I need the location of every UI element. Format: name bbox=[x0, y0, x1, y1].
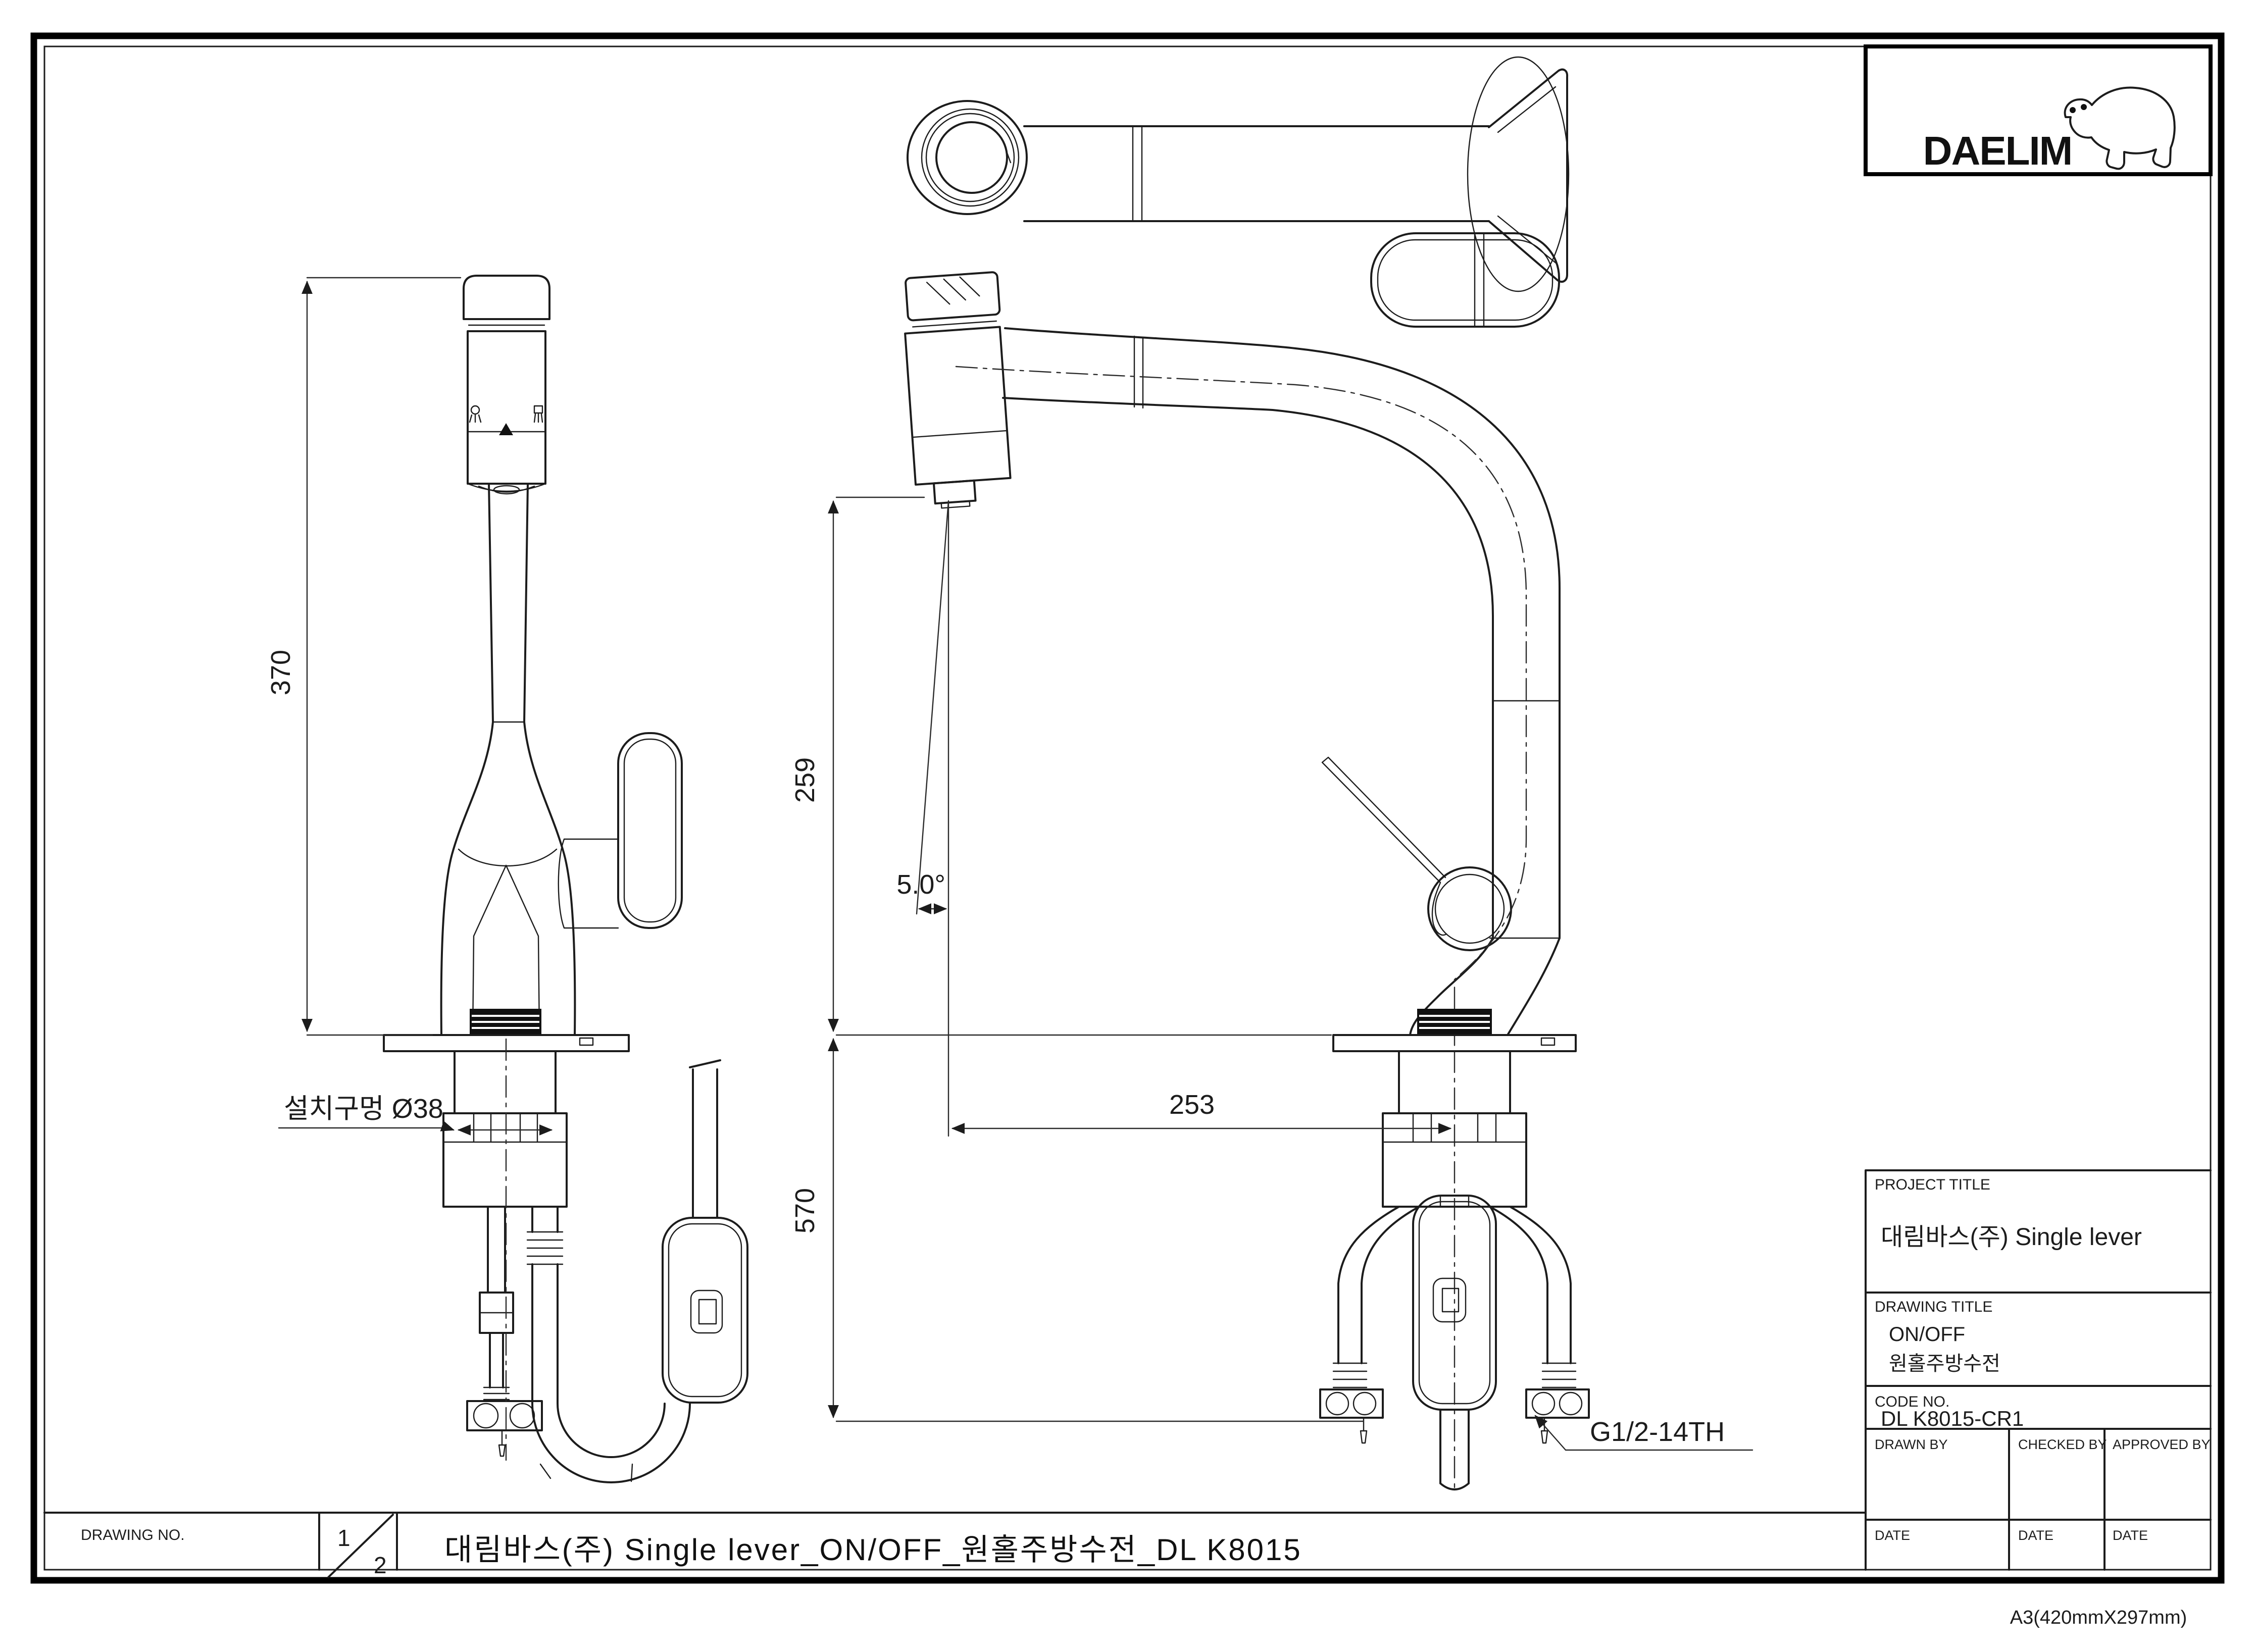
side-pulldown-hose bbox=[1412, 1195, 1497, 1490]
dimension-below-counter: 570 bbox=[790, 1038, 1365, 1422]
code-no-value: DL K8015-CR1 bbox=[1881, 1407, 2024, 1430]
polar-bear-icon bbox=[2064, 86, 2176, 170]
dimension-thread-spec: G1/2-14TH bbox=[1534, 1415, 1753, 1451]
brand-logo-text: DAELIM bbox=[1923, 128, 2072, 173]
drawn-by-label: DRAWN BY bbox=[1875, 1437, 1948, 1452]
checked-by-label: CHECKED BY bbox=[2018, 1437, 2107, 1452]
side-centerline bbox=[955, 366, 1527, 1494]
hose-switch-button-side bbox=[1432, 1277, 1467, 1323]
spray-mode-icon bbox=[469, 405, 482, 423]
front-view bbox=[383, 275, 748, 1483]
front-supply-tube bbox=[466, 1206, 543, 1457]
paper-size-note: A3(420mmX297mm) bbox=[2010, 1607, 2187, 1628]
dimension-spout-height: 259 bbox=[790, 496, 1332, 1036]
stream-mode-icon bbox=[533, 405, 543, 423]
project-title-label: PROJECT TITLE bbox=[1875, 1176, 1990, 1193]
front-pulldown-hose bbox=[526, 1059, 748, 1483]
side-spout-arm bbox=[1002, 327, 1561, 938]
drawing-title-line2: 원홀주방수전 bbox=[1889, 1353, 2000, 1375]
dim-253: 253 bbox=[1169, 1090, 1215, 1120]
side-spray-head bbox=[904, 271, 1012, 509]
dim-570: 570 bbox=[790, 1188, 820, 1233]
sheet-number-total: 2 bbox=[374, 1552, 387, 1578]
code-no-label: CODE NO. bbox=[1875, 1393, 1949, 1410]
drawing-title-label: DRAWING TITLE bbox=[1875, 1299, 1992, 1315]
dimension-spout-angle: 5.0° bbox=[896, 500, 949, 1137]
top-view-spout-barrel bbox=[1023, 125, 1490, 222]
side-mounting bbox=[1332, 1009, 1577, 1208]
front-body bbox=[440, 721, 576, 1036]
top-view-base-wedge bbox=[1467, 56, 1570, 292]
dimension-spout-reach: 253 bbox=[951, 1090, 1452, 1134]
dim-370: 370 bbox=[266, 650, 296, 695]
hose-switch-button bbox=[690, 1289, 723, 1334]
sheet-title: 대림바스(주) Single lever_ON/OFF_원홀주방수전_DL K8… bbox=[444, 1533, 1302, 1567]
project-title-value: 대림바스(주) Single lever bbox=[1881, 1224, 2142, 1251]
top-view bbox=[907, 56, 1570, 328]
dim-mounting-hole-label: 설치구멍 Ø38 bbox=[284, 1094, 443, 1124]
approved-by-label: APPROVED BY bbox=[2113, 1437, 2211, 1452]
logo-box: DAELIM bbox=[1864, 44, 2213, 176]
front-handle bbox=[558, 732, 683, 929]
side-lever-handle bbox=[1321, 756, 1447, 936]
drawing-title-line1: ON/OFF bbox=[1889, 1323, 1965, 1346]
drawing-frame bbox=[30, 32, 2225, 1584]
dim-angle: 5.0° bbox=[896, 869, 945, 900]
dimension-mounting-hole: 설치구멍 Ø38 bbox=[278, 1094, 553, 1135]
top-view-spout-head bbox=[907, 100, 1028, 215]
title-block: PROJECT TITLE 대림바스(주) Single lever DRAWI… bbox=[1865, 1169, 2212, 1571]
date-label-checked: DATE bbox=[2018, 1528, 2053, 1543]
sheet-number-current: 1 bbox=[337, 1525, 350, 1551]
front-spray-head bbox=[463, 275, 550, 495]
dimension-overall-height: 370 bbox=[266, 277, 462, 1036]
bottom-title-bar: DRAWING NO. 1 2 대림바스(주) Single lever_ON/… bbox=[43, 1512, 1867, 1578]
dim-259: 259 bbox=[790, 757, 820, 803]
front-neck bbox=[488, 483, 529, 723]
dim-thread-label: G1/2-14TH bbox=[1590, 1417, 1725, 1447]
date-label-approved: DATE bbox=[2113, 1528, 2148, 1543]
drawing-no-label: DRAWING NO. bbox=[81, 1527, 185, 1543]
side-view bbox=[904, 271, 1590, 1494]
indicator-triangle-icon bbox=[499, 423, 513, 435]
date-label-drawn: DATE bbox=[1875, 1528, 1910, 1543]
top-view-handle bbox=[1370, 232, 1560, 328]
